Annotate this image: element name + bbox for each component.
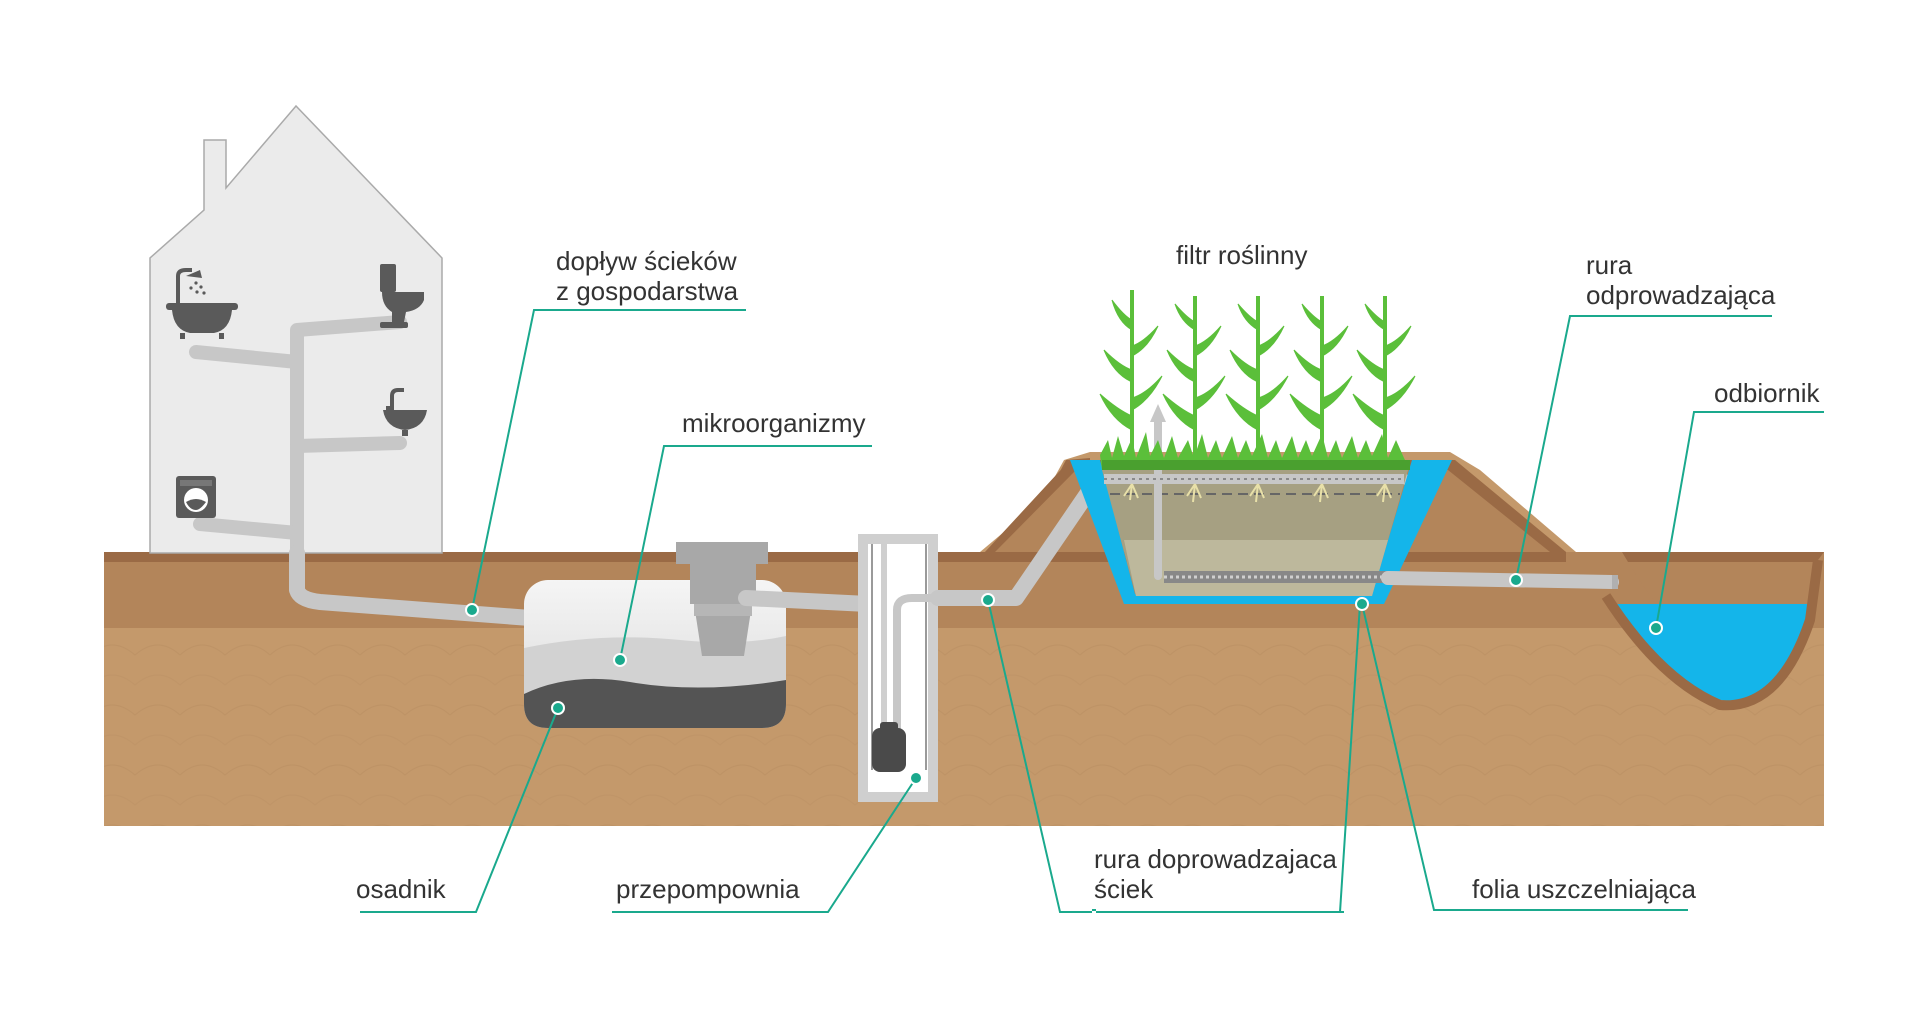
reed-plants <box>1099 290 1416 458</box>
outlet-pipe <box>1381 571 1619 589</box>
soil-texture <box>104 628 1824 826</box>
sealing-foil-outline <box>1070 460 1452 604</box>
label-inflow-line2: z gospodarstwa <box>556 276 739 306</box>
pump <box>872 728 906 772</box>
toilet-icon <box>380 264 424 328</box>
leaders <box>360 309 1824 913</box>
label-supply-pipe-line1: rura doprowadzajaca <box>1094 844 1337 874</box>
label-outlet-pipe-line1: rura <box>1586 250 1633 280</box>
label-outlet-pipe-line2: odprowadzająca <box>1586 280 1776 310</box>
plant-filter-bed <box>1070 290 1619 604</box>
label-receiver: odbiornik <box>1714 378 1821 408</box>
settling-tank <box>524 542 876 728</box>
sludge-layer <box>524 678 786 728</box>
label-pumping-station: przepompownia <box>616 874 800 904</box>
label-supply-pipe-line2: ściek <box>1094 874 1154 904</box>
inflow-pipe <box>289 545 538 626</box>
house <box>149 104 443 560</box>
label-inflow-line1: dopływ ścieków <box>556 246 737 276</box>
label-microorganisms: mikroorganizmy <box>682 408 866 438</box>
label-sealing-foil: folia uszczelniająca <box>1472 874 1697 904</box>
sink-icon <box>383 388 427 436</box>
labels: dopływ ścieków z gospodarstwa mikroorgan… <box>356 240 1821 904</box>
pumping-station <box>858 534 1024 802</box>
label-settling-tank: osadnik <box>356 874 447 904</box>
washing-machine-icon <box>176 476 216 518</box>
label-plant-filter: filtr roślinny <box>1176 240 1307 270</box>
bathtub-shower-icon <box>166 268 238 339</box>
